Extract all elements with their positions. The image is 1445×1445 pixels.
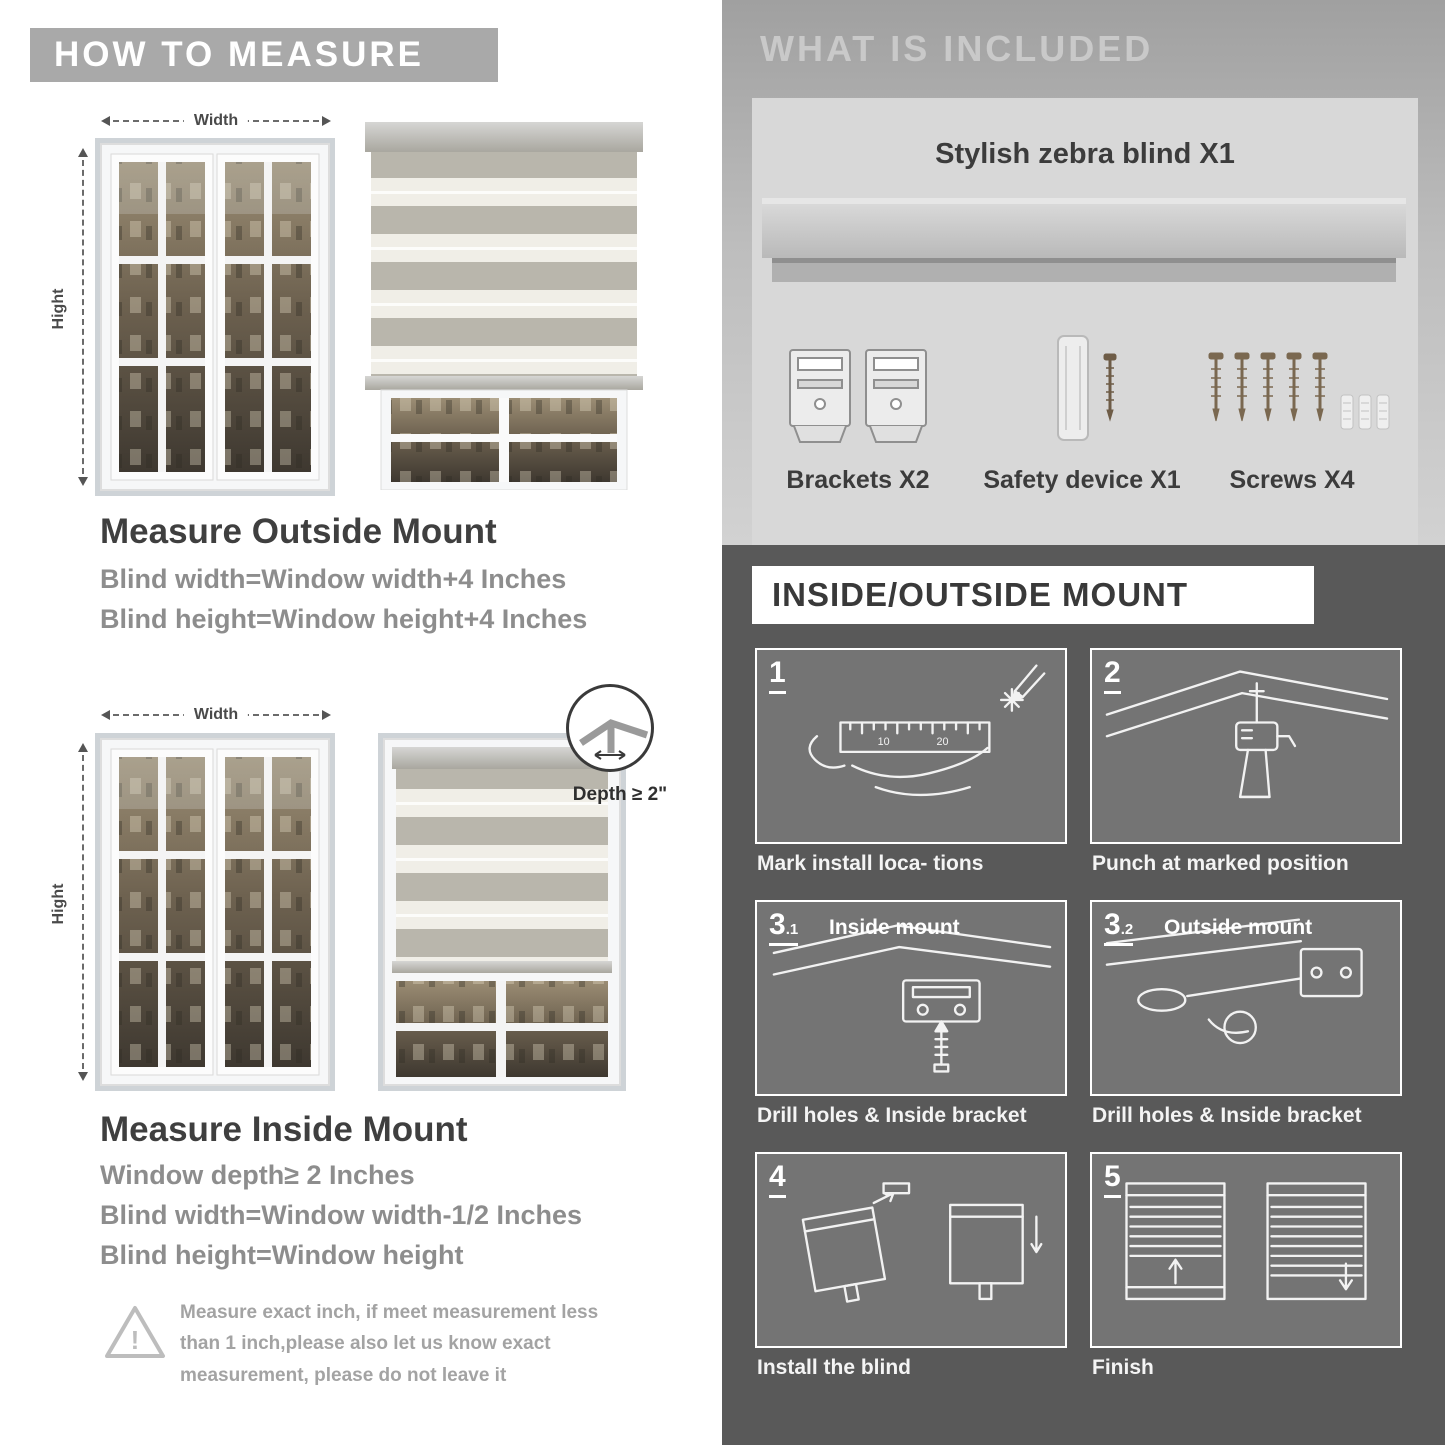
width-measure-arrow-inside: Width [101,705,331,725]
inside-window-illustration [95,733,335,1091]
safety-device-icon [1057,335,1117,441]
inside-rule-height: Blind height=Window height [100,1240,464,1270]
height-measure-arrow-outside [78,148,88,486]
blind-headrail-illustration [762,198,1406,282]
screws-icon [1208,352,1390,430]
step-number: 5 [1104,1162,1121,1198]
mount-header-banner: INSIDE/OUTSIDE MOUNT [752,566,1314,624]
step-number: 1 [769,658,786,694]
width-label: Width [183,705,249,725]
step-panel-5: 5 [1090,1152,1402,1348]
how-to-measure-banner: HOW TO MEASURE [30,28,498,82]
inside-mount-title: Measure Inside Mount [100,1110,468,1149]
window-corner-zoom-icon [579,719,649,760]
step-number-sub: .1 [785,921,799,938]
height-label: Hight [50,883,67,925]
outside-zebra-blind-illustration [365,122,643,490]
step-caption-2: Punch at marked position [1092,852,1349,875]
step-number: 2 [1104,658,1121,694]
what-is-included-header: WHAT IS INCLUDED [760,28,1154,69]
step-number: 3.1 [769,910,799,946]
install-blind-illustration [801,1182,1043,1303]
inside-bracket-illustration [772,924,1052,1073]
inside-rule-depth: Window depth≥ 2 Inches [100,1160,415,1190]
outside-mount-title: Measure Outside Mount [100,512,497,551]
step-panel-1: 10 20 1 [755,648,1067,844]
step-panel-3-2: 3.2 Outside mount [1090,900,1402,1096]
step-caption-3-1: Drill holes & Inside bracket [757,1104,1027,1127]
step-caption-4: Install the blind [757,1356,912,1379]
outside-rule-height: Blind height=Window height+4 Inches [100,604,588,634]
inside-mount-step-label: Inside mount [829,916,960,939]
depth-callout-circle [566,684,654,772]
brackets-icon [789,349,927,443]
outside-bracket-illustration [1105,918,1363,1045]
outside-window-illustration [95,138,335,496]
inside-zebra-blind-illustration [378,733,626,1091]
height-label: Hight [50,288,67,330]
step-caption-3-2: Drill holes & Inside bracket [1092,1104,1362,1127]
warning-icon: ! [105,1306,165,1358]
step-number: 3.2 [1104,910,1134,946]
drill-punch-illustration [1105,670,1389,799]
step-number-sub: .2 [1120,921,1134,938]
inside-rule-width: Blind width=Window width-1/2 Inches [100,1200,583,1230]
svg-text:10: 10 [878,736,890,748]
width-measure-arrow-outside: Width [101,111,331,131]
width-label: Width [183,111,249,131]
included-panel [752,98,1418,545]
depth-callout-label: Depth ≥ 2" [572,784,668,805]
step-panel-4: 4 [755,1152,1067,1348]
finish-illustration [1125,1182,1367,1301]
step-caption-5: Finish [1092,1356,1154,1379]
screws-label: Screws X4 [1229,466,1355,494]
step-number: 4 [769,1162,786,1198]
svg-text:20: 20 [936,736,948,748]
safety-device-label: Safety device X1 [983,466,1181,494]
outside-mount-step-label: Outside mount [1164,916,1313,939]
step-caption-1: Mark install loca- tions [757,852,984,875]
svg-text:!: ! [131,1325,140,1355]
step-panel-3-1: 3.1 Inside mount [755,900,1067,1096]
step-panel-2: 2 [1090,648,1402,844]
height-measure-arrow-inside [78,743,88,1081]
measure-warning-text: Measure exact inch, if meet measurement … [180,1302,599,1386]
brackets-label: Brackets X2 [786,466,930,494]
outside-rule-width: Blind width=Window width+4 Inches [100,564,567,594]
mark-location-illustration: 10 20 [808,664,1046,797]
product-label: Stylish zebra blind X1 [935,138,1235,170]
